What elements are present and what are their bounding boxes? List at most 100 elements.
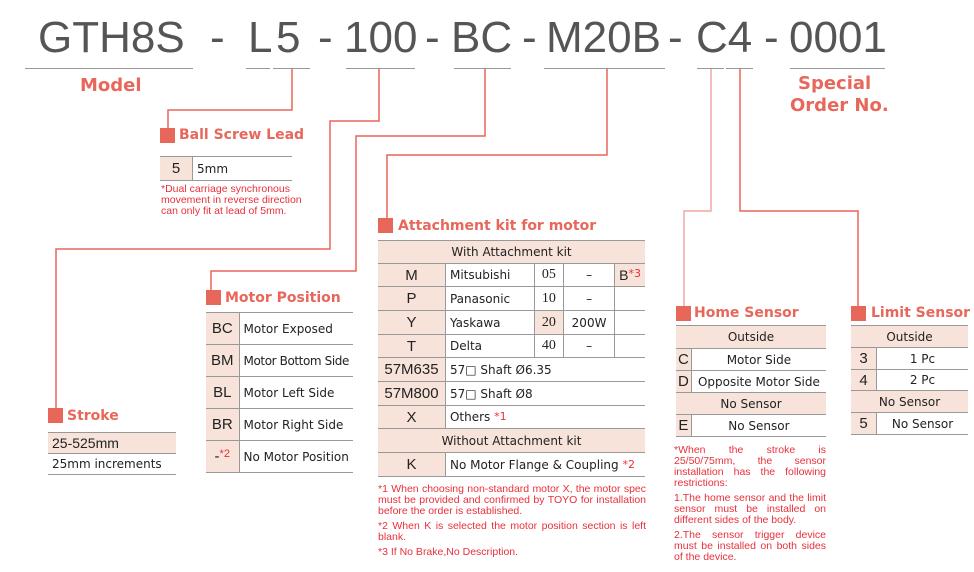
brand-cell: Delta	[445, 334, 535, 358]
code-cell: BC	[206, 312, 240, 345]
code-special: 0001	[789, 13, 887, 62]
label-cell: No Sensor	[876, 412, 968, 435]
home-sensor-title: Home Sensor	[694, 305, 799, 321]
code-cell: 3	[851, 347, 877, 370]
watt-cell: 200W	[563, 310, 616, 335]
code-cell: D	[676, 370, 692, 393]
label-cell: Others *1	[445, 405, 645, 429]
code-cell: M	[378, 263, 446, 287]
code-separator: -	[318, 13, 333, 62]
special-label: Special	[798, 73, 872, 94]
underline	[273, 68, 310, 69]
underline	[697, 68, 724, 69]
underline	[790, 68, 885, 69]
ball-screw-title: Ball Screw Lead	[179, 127, 305, 143]
code-separator: -	[425, 13, 440, 62]
note: *When the stroke is 25/50/75mm, the sens…	[674, 444, 826, 489]
brand-cell: Mitsubishi	[445, 263, 535, 287]
stroke-title: Stroke	[67, 408, 119, 424]
model-label: Model	[80, 75, 142, 96]
label-cell: No Motor Position	[239, 440, 353, 473]
note: 2.The sensor trigger device must be inst…	[674, 529, 826, 563]
special-label: Order No.	[790, 95, 889, 116]
code-stroke: 100	[344, 13, 418, 62]
label-cell: Motor Left Side	[239, 376, 353, 409]
code-separator: -	[668, 13, 683, 62]
section-marker	[851, 306, 866, 321]
number-cell: 20	[534, 310, 564, 335]
number-cell: 05	[534, 263, 564, 287]
section-header: Outside	[851, 325, 968, 348]
stroke-table: 25-525mm 25mm increments	[48, 432, 176, 475]
section-marker	[160, 128, 175, 143]
brand-cell: Yaskawa	[445, 310, 535, 335]
code-cell: 5	[160, 156, 193, 181]
section-header: With Attachment kit	[378, 240, 645, 264]
label-text: Others	[449, 410, 495, 424]
underline	[544, 68, 665, 69]
brake-code: B	[619, 267, 629, 283]
label-cell: 57□ Shaft Ø8	[445, 381, 645, 406]
code-cell: K	[378, 452, 446, 477]
label-cell: 1 Pc	[876, 347, 968, 370]
attachment-notes: *1 When choosing non-standard motor X, t…	[378, 484, 646, 562]
footnote-mark: *3	[628, 267, 642, 280]
section-marker	[676, 306, 691, 321]
footnote-mark: *1	[494, 410, 507, 423]
number-cell: 10	[534, 286, 564, 311]
code-cell: E	[676, 414, 692, 437]
underline	[346, 68, 415, 69]
empty-cell	[614, 310, 645, 335]
code-cell: -*2	[206, 440, 240, 473]
label-cell: Opposite Motor Side	[691, 370, 826, 393]
footnote-mark: *2	[219, 448, 230, 460]
code-cell: T	[378, 334, 446, 358]
underline	[25, 68, 193, 69]
empty-cell	[614, 286, 645, 311]
ball-screw-note: *Dual carriage synchronous movement in r…	[161, 183, 302, 217]
underline	[246, 68, 270, 69]
motor-position-title: Motor Position	[225, 290, 341, 306]
code-lead: 5	[276, 13, 301, 62]
stroke-range: 25-525mm	[48, 432, 176, 454]
label-cell: Motor Exposed	[239, 312, 353, 345]
note: *1 When choosing non-standard motor X, t…	[378, 483, 646, 517]
watt-cell: –	[563, 334, 616, 358]
underline	[454, 68, 511, 69]
label-cell: Motor Side	[691, 348, 826, 371]
code-text: -	[214, 448, 220, 465]
section-header: No Sensor	[676, 392, 826, 415]
code-lead-prefix: L	[248, 13, 273, 62]
label-cell: 57□ Shaft Ø6.35	[445, 357, 645, 382]
value-cell: 5mm	[192, 156, 292, 181]
label-text: No Motor Flange & Coupling	[449, 457, 623, 472]
label-cell: No Motor Flange & Coupling *2	[445, 452, 645, 477]
code-kit: M20B	[546, 13, 661, 62]
underline	[726, 68, 753, 69]
footnote-mark: *2	[622, 457, 635, 471]
section-header: Without Attachment kit	[378, 428, 645, 453]
section-marker	[378, 218, 393, 233]
note: *2 When K is selected the motor position…	[378, 520, 646, 543]
watt-cell: –	[563, 263, 616, 287]
code-cell: Y	[378, 310, 446, 335]
number-cell: 40	[534, 334, 564, 358]
section-marker	[48, 408, 63, 423]
code-cell: BL	[206, 376, 240, 409]
code-sensor: C4	[696, 13, 753, 62]
home-sensor-notes: *When the stroke is 25/50/75mm, the sens…	[674, 445, 826, 567]
section-marker	[206, 290, 221, 305]
section-header: Outside	[676, 325, 826, 349]
code-separator: -	[764, 13, 779, 62]
watt-cell: –	[563, 286, 616, 311]
brand-cell: Panasonic	[445, 286, 535, 311]
brake-cell: B*3	[614, 263, 645, 287]
section-header: No Sensor	[851, 390, 968, 413]
code-cell: BM	[206, 344, 240, 377]
limit-sensor-title: Limit Sensor	[871, 305, 971, 321]
code-cell: 57M800	[378, 381, 446, 406]
